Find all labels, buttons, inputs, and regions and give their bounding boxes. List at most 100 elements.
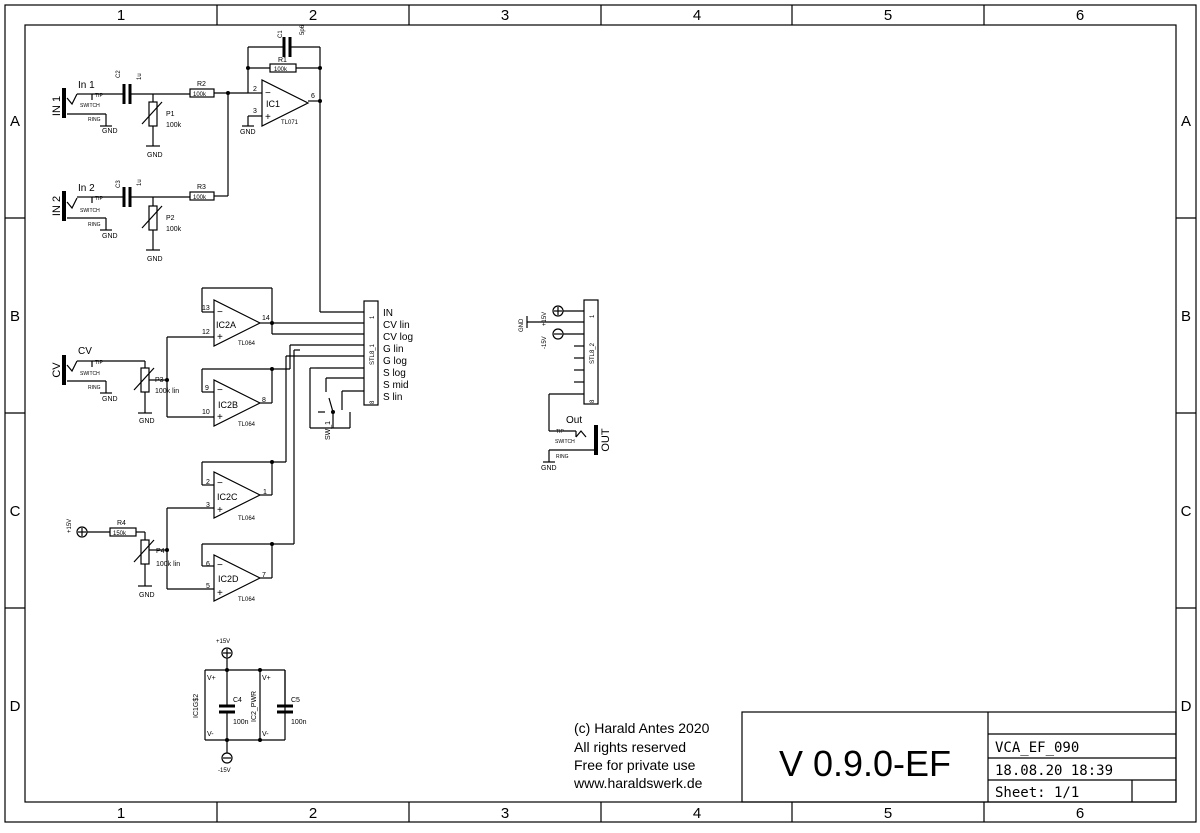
c5-value: 100n (291, 719, 307, 726)
row-label-right: C (1181, 503, 1192, 520)
c5-label: C5 (291, 697, 300, 704)
gnd-label: GND (147, 256, 163, 263)
signal-label: IN (383, 308, 393, 319)
ic2b-label: IC2B (218, 400, 238, 410)
ic2d-type: TL064 (238, 597, 256, 603)
jack-name: CV (78, 346, 92, 357)
r1-value: 100k (274, 67, 288, 73)
gnd-label: GND (541, 465, 557, 472)
svg-text:+: + (217, 332, 223, 343)
column-label-top: 3 (501, 7, 509, 24)
pin-label: 1 (590, 314, 596, 318)
ic2b-pin: 10 (202, 409, 210, 416)
row-label-left: D (10, 698, 21, 715)
ic2d-label: IC2D (218, 574, 239, 584)
row-label-right: D (1181, 698, 1192, 715)
ring-label: RING (88, 385, 101, 391)
svg-text:+: + (217, 412, 223, 423)
vplus-label: V+ (262, 675, 271, 682)
jack-in2: IN 2 In 2 TIP SWITCH RING GND C3 1u GND … (51, 93, 229, 263)
jack-name: In 2 (78, 183, 95, 194)
c4-value: 100n (233, 719, 249, 726)
supply-label: +15V (542, 312, 548, 326)
supply-label: +15V (67, 519, 73, 533)
pin-label: 1 (370, 315, 376, 319)
ic1-pin: 3 (253, 108, 257, 115)
jack-in1: IN 1 In 1 TIP SWITCH RING GND C2 1u GND … (51, 70, 248, 159)
ring-label: RING (88, 222, 101, 228)
supply-label: +15V (216, 639, 230, 645)
output-stage: 1 8 STL8_2 +15V -15V GND TIP SWITCH Out … (519, 299, 612, 472)
ic1-label: IC1 (266, 99, 280, 109)
ic2-power-label: IC2_PWR (251, 691, 258, 722)
p1-value: 100k (166, 122, 182, 129)
signal-label: S lin (383, 392, 402, 403)
signal-label: CV log (383, 332, 413, 343)
pin-label: 8 (590, 399, 596, 403)
column-label-bottom: 4 (693, 805, 701, 822)
gnd-label: GND (102, 233, 118, 240)
version-label: V 0.9.0-EF (779, 743, 951, 784)
svg-text:−: − (217, 307, 223, 318)
c1-value: 5p6 (300, 24, 306, 35)
switch-label: SWITCH (80, 103, 100, 109)
svg-text:−: − (265, 88, 271, 99)
ic2c-pin: 2 (206, 479, 210, 486)
ic2a-type: TL064 (238, 341, 256, 347)
gnd-label: GND (147, 152, 163, 159)
vminus-label: V- (207, 731, 214, 738)
signal-label: S log (383, 368, 406, 379)
column-label-bottom: 2 (309, 805, 317, 822)
row-label-left: B (10, 308, 20, 325)
svg-text:+: + (217, 505, 223, 516)
ic2b-pin: 9 (205, 385, 209, 392)
tip-label: TIP (95, 93, 103, 99)
gnd-label: GND (139, 592, 155, 599)
ic2c-pin: 3 (206, 502, 210, 509)
ic2c-pin: 1 (263, 489, 267, 496)
cv-stage: CV CV TIP SWITCH RING GND GND P3 100k li… (51, 287, 291, 428)
gnd-label: GND (102, 128, 118, 135)
row-label-left: C (10, 503, 21, 520)
column-label-top: 4 (693, 7, 701, 24)
title-block: V 0.9.0-EF VCA_EF_090 18.08.20 18:39 She… (741, 711, 1177, 803)
connector-name: STL8_2 (590, 342, 596, 364)
column-label-top: 2 (309, 7, 317, 24)
r3-label: R3 (197, 184, 206, 191)
note-line: All rights reserved (574, 739, 686, 755)
jack-label: CV (51, 362, 63, 378)
connector-name: STL8_1 (370, 343, 376, 365)
c2-value: 1u (137, 73, 143, 80)
tip-label: TIP (95, 196, 103, 202)
jack-name: In 1 (78, 80, 95, 91)
tip-label: TIP (95, 360, 103, 366)
c2-label: C2 (116, 70, 122, 78)
row-label-right: B (1181, 308, 1191, 325)
ic1-stage: C1 5p6 R1 100k − + 2 3 6 IC1 TL071 GND (240, 24, 322, 312)
ic2a-label: IC2A (216, 320, 236, 330)
datetime-label: 18.08.20 18:39 (995, 763, 1113, 779)
power-decoupling: +15V -15V V+ V+ V- V- IC1G$2 IC2_PWR C4 … (193, 639, 307, 774)
switch-sw1: SW_1 (309, 367, 351, 440)
column-label-top: 1 (117, 7, 125, 24)
connector-stl8-1: 1 8 STL8_1 IN CV lin CV log G lin G log … (272, 300, 413, 406)
ic2d-pin: 5 (206, 583, 210, 590)
jack-name: Out (566, 415, 582, 426)
ic1-pin: 6 (311, 93, 315, 100)
column-label-top: 6 (1076, 7, 1084, 24)
switch-label: SWITCH (80, 371, 100, 377)
jack-label: OUT (600, 428, 612, 452)
sw1-label: SW_1 (325, 421, 332, 440)
ic2a-pin: 12 (202, 329, 210, 336)
ic2a-pin: 13 (202, 305, 210, 312)
supply-label: -15V (542, 336, 548, 349)
r4-label: R4 (117, 520, 126, 527)
ic2a-pin: 14 (262, 315, 270, 322)
jack-label: IN 1 (51, 96, 63, 116)
gnd-label: GND (240, 129, 256, 136)
column-label-bottom: 5 (884, 805, 892, 822)
jack-label: IN 2 (51, 196, 63, 216)
row-label-right: A (1181, 113, 1191, 130)
